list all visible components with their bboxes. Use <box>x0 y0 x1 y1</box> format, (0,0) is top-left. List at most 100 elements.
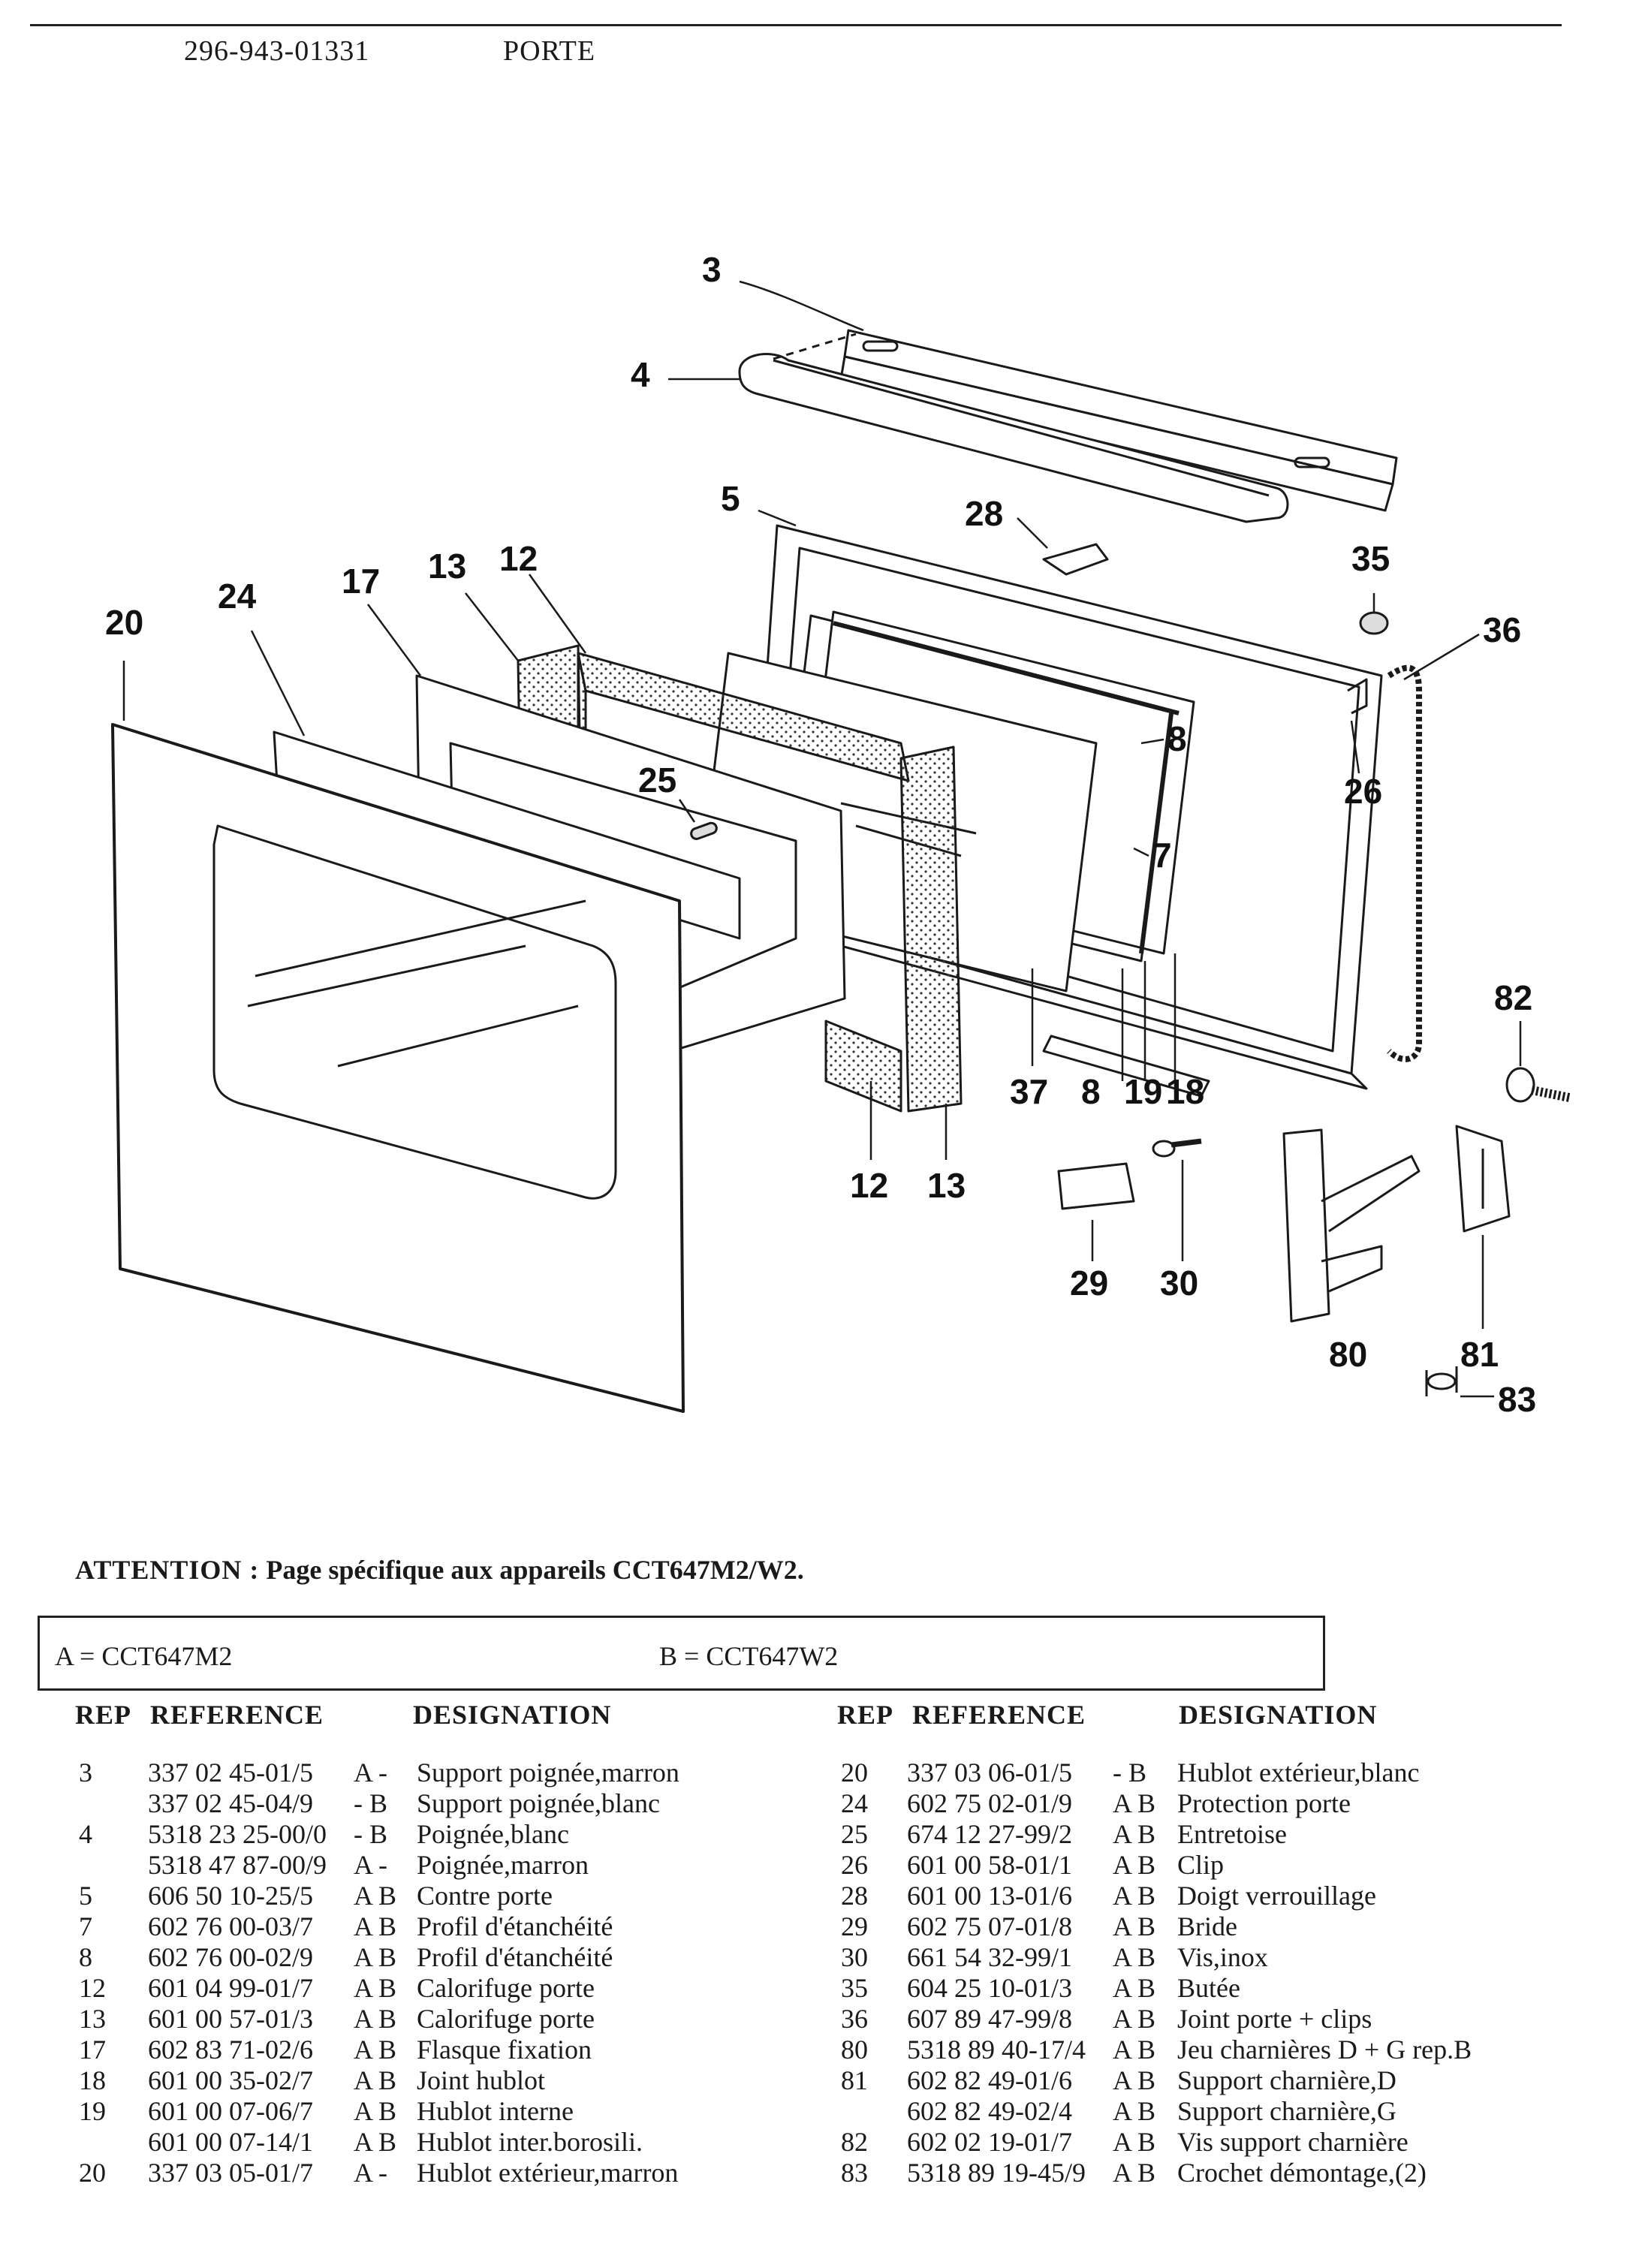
callout-label: 24 <box>218 577 257 616</box>
table-header-left: REP REFERENCE DESIGNATION <box>75 1699 610 1730</box>
parts-row: 36 607 89 47-99/8 A B Joint porte + clips <box>841 2003 1554 2034</box>
variant-cell: A B <box>1113 2065 1156 2095</box>
variant-cell: A B <box>1113 1788 1156 1818</box>
part-25-spacer <box>690 821 718 840</box>
callout-label: 17 <box>342 562 380 601</box>
callout-label: 30 <box>1160 1264 1198 1303</box>
designation-cell: Bride <box>1177 1911 1237 1941</box>
designation-cell: Contre porte <box>417 1881 553 1911</box>
variant-cell: A B <box>1113 2004 1156 2034</box>
header-rep: REP <box>75 1700 131 1730</box>
designation-cell: Hublot inter.borosili. <box>417 2127 643 2157</box>
variant-cell: - B <box>354 1788 387 1818</box>
rep-cell: 83 <box>841 2158 868 2188</box>
variant-cell: A B <box>1113 1819 1156 1849</box>
callout-label: 19 <box>1124 1072 1162 1111</box>
part-82-hinge-screw <box>1505 1067 1571 1103</box>
table-header-right: REP REFERENCE DESIGNATION <box>837 1699 1376 1730</box>
designation-cell: Calorifuge porte <box>417 1973 595 2003</box>
variant-cell: A B <box>354 2035 397 2065</box>
rep-cell: 24 <box>841 1788 868 1818</box>
rep-cell: 7 <box>79 1911 92 1941</box>
callout-label: 80 <box>1329 1335 1367 1374</box>
callout-label: 83 <box>1498 1380 1536 1419</box>
designation-cell: Crochet démontage,(2) <box>1177 2158 1427 2188</box>
model-b-label: B = CCT647W2 <box>659 1641 839 1671</box>
designation-cell: Doigt verrouillage <box>1177 1881 1376 1911</box>
part-81-hinge-support <box>1455 1125 1511 1233</box>
rep-cell: 26 <box>841 1850 868 1880</box>
document-reference: 296-943-01331 <box>184 35 370 67</box>
rep-cell: 20 <box>79 2158 106 2188</box>
model-a-label: A = CCT647M2 <box>55 1641 233 1671</box>
designation-cell: Hublot extérieur,marron <box>417 2158 679 2188</box>
callout-label: 3 <box>702 250 722 289</box>
variant-cell: A - <box>354 1757 387 1788</box>
variant-cell: A B <box>1113 2127 1156 2157</box>
callout-label: 12 <box>850 1166 888 1205</box>
designation-cell: Vis,inox <box>1177 1942 1268 1972</box>
callout-label: 28 <box>965 494 1003 533</box>
variant-cell: A B <box>354 1973 397 2003</box>
reference-cell: 601 00 58-01/1 <box>907 1850 1072 1880</box>
reference-cell: 602 76 00-03/7 <box>148 1911 313 1941</box>
attention-text: Page spécifique aux appareils CCT647M2/W… <box>266 1555 804 1585</box>
variant-cell: A B <box>1113 1973 1156 2003</box>
rep-cell: 35 <box>841 1973 868 2003</box>
rep-cell: 20 <box>841 1757 868 1788</box>
parts-row: 7 602 76 00-03/7 A B Profil d'étanchéité <box>79 1911 755 1941</box>
part-36-gasket <box>1387 664 1422 1062</box>
header-rep: REP <box>837 1700 893 1730</box>
reference-cell: 5318 89 19-45/9 <box>907 2158 1086 2188</box>
designation-cell: Profil d'étanchéité <box>417 1911 613 1941</box>
designation-cell: Joint porte + clips <box>1177 2004 1372 2034</box>
variant-cell: A B <box>354 1911 397 1941</box>
parts-row: 26 601 00 58-01/1 A B Clip <box>841 1849 1554 1880</box>
rep-cell: 36 <box>841 2004 868 2034</box>
model-legend-box: A = CCT647M2 B = CCT647W2 <box>38 1616 1325 1691</box>
reference-cell: 607 89 47-99/8 <box>907 2004 1072 2034</box>
designation-cell: Support charnière,G <box>1177 2096 1396 2126</box>
parts-row: 83 5318 89 19-45/9 A B Crochet démontage,(2… <box>841 2157 1554 2188</box>
reference-cell: 602 75 07-01/8 <box>907 1911 1072 1941</box>
attention-note: ATTENTION : Page spécifique aux appareil… <box>75 1554 804 1586</box>
designation-cell: Butée <box>1177 1973 1240 2003</box>
rep-cell: 17 <box>79 2035 106 2065</box>
variant-cell: A B <box>1113 1881 1156 1911</box>
reference-cell: 604 25 10-01/3 <box>907 1973 1072 2003</box>
designation-cell: Clip <box>1177 1850 1225 1880</box>
reference-cell: 601 00 57-01/3 <box>148 2004 313 2034</box>
rep-cell: 19 <box>79 2096 106 2126</box>
attention-label: ATTENTION : <box>75 1555 260 1585</box>
reference-cell: 337 02 45-01/5 <box>148 1757 313 1788</box>
callout-label: 18 <box>1166 1072 1204 1111</box>
variant-cell: A B <box>1113 1850 1156 1880</box>
variant-cell: A B <box>1113 2158 1156 2188</box>
designation-cell: Support poignée,marron <box>417 1757 679 1788</box>
reference-cell: 601 04 99-01/7 <box>148 1973 313 2003</box>
designation-cell: Poignée,marron <box>417 1850 589 1880</box>
reference-cell: 337 03 05-01/7 <box>148 2158 313 2188</box>
reference-cell: 337 03 06-01/5 <box>907 1757 1072 1788</box>
part-29-bracket <box>1057 1162 1135 1210</box>
header-designation: DESIGNATION <box>1179 1700 1378 1730</box>
rep-cell: 3 <box>79 1757 92 1788</box>
designation-cell: Support charnière,D <box>1177 2065 1396 2095</box>
reference-cell: 661 54 32-99/1 <box>907 1942 1072 1972</box>
rep-cell: 12 <box>79 1973 106 2003</box>
designation-cell: Jeu charnières D + G rep.B <box>1177 2035 1472 2065</box>
variant-cell: A B <box>1113 2096 1156 2126</box>
reference-cell: 5318 89 40-17/4 <box>907 2035 1086 2065</box>
